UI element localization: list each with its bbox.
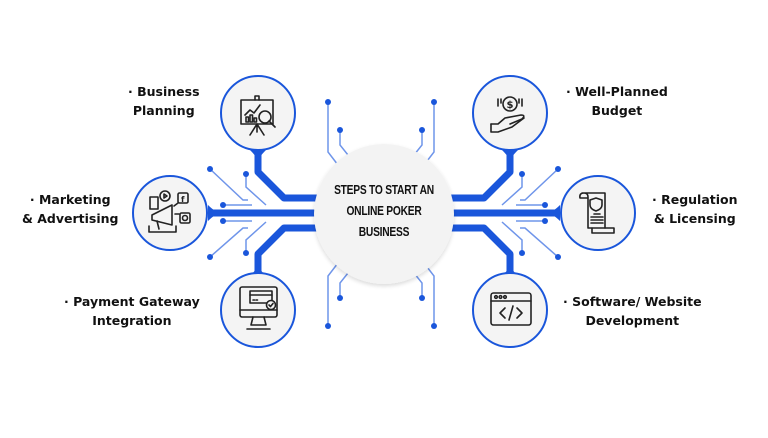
browser-code-icon xyxy=(490,292,532,326)
circuit-traces xyxy=(209,102,559,326)
step-node-business-planning xyxy=(220,75,296,151)
step-label-software: · Software/ Website Development xyxy=(563,294,702,328)
step-node-marketing: f xyxy=(132,175,208,251)
hand-coin-dollar-icon: $ xyxy=(490,96,525,133)
connector-business-planning xyxy=(254,150,318,202)
center-title-line: ONLINE POKER xyxy=(346,204,422,218)
presentation-chart-magnifier-icon xyxy=(240,95,276,136)
step-node-budget: $ xyxy=(472,75,548,151)
step-label-regulation: · Regulation & Licensing xyxy=(652,192,738,226)
certificate-scroll-shield-icon xyxy=(579,192,615,234)
step-label-payment-gateway: · Payment Gateway Integration xyxy=(64,294,200,328)
step-node-payment-gateway xyxy=(220,272,296,348)
center-title: STEPS TO START AN ONLINE POKER BUSINESS xyxy=(330,180,438,243)
step-node-software xyxy=(472,272,548,348)
connector-software xyxy=(450,224,514,276)
step-label-budget: · Well-Planned Budget xyxy=(566,84,668,118)
center-title-line: BUSINESS xyxy=(358,225,410,239)
svg-text:$: $ xyxy=(507,100,514,111)
step-label-business-planning: · Business Planning xyxy=(128,84,200,118)
megaphone-social-media-icon: f xyxy=(148,190,191,233)
monitor-card-payment-icon xyxy=(239,286,278,330)
center-title-line: STEPS TO START AN xyxy=(334,183,434,197)
center-node xyxy=(314,144,454,284)
svg-text:f: f xyxy=(181,195,185,204)
connector-budget xyxy=(450,150,514,202)
circuit-dots xyxy=(207,99,561,329)
step-label-marketing: · Marketing & Advertising xyxy=(22,192,119,226)
step-node-regulation xyxy=(560,175,636,251)
connector-payment xyxy=(254,224,318,276)
